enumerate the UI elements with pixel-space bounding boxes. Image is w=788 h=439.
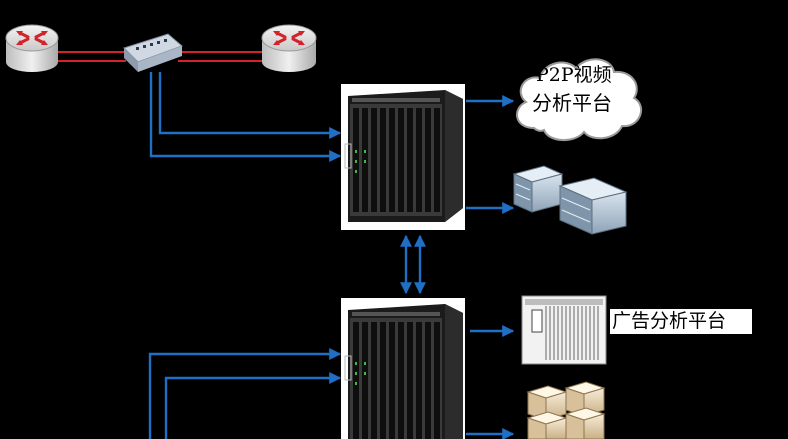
bottom-input-link-1 — [148, 348, 342, 439]
blue-links-bottom — [148, 348, 342, 439]
dpi-chassis-icon — [341, 84, 465, 230]
bottom-input-link-2 — [164, 372, 342, 439]
red-links — [58, 51, 262, 62]
optical-splitter-icon — [123, 33, 183, 72]
mirror-link-2 — [149, 72, 342, 162]
router-icon — [5, 24, 59, 72]
ad-platform-label: 广告分析平台 — [610, 309, 752, 334]
cloud-label-line1: P2P视频 — [536, 64, 612, 86]
cloud-label-line2: 分析平台 — [532, 91, 612, 115]
output-links — [466, 95, 515, 439]
server-tower-icon — [526, 381, 606, 439]
mirror-link-1 — [158, 72, 342, 139]
server-rack-icon — [512, 165, 628, 235]
blue-links-splitter — [149, 72, 342, 162]
cloud-icon — [516, 58, 643, 141]
router-icon — [261, 24, 317, 72]
interconnect-links — [400, 234, 426, 295]
dpi-chassis-icon — [341, 298, 465, 439]
rack-cabinet-icon — [521, 295, 607, 365]
